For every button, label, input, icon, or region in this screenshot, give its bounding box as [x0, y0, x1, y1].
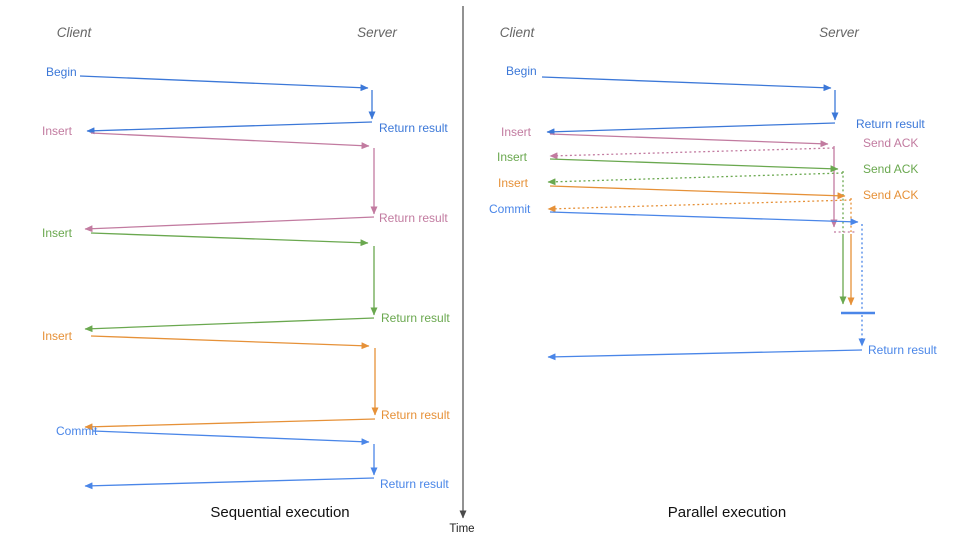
return-result-label-begin-right: Return result [856, 117, 925, 131]
insert3-ack-right [547, 199, 852, 213]
op-label-insert1-left: Insert [42, 124, 73, 138]
begin-request-right [541, 76, 832, 92]
insert3-request-left [90, 335, 370, 350]
op-label-begin-right: Begin [506, 64, 537, 78]
insert3-return-left [84, 418, 376, 431]
op-label-insert3-right: Insert [498, 176, 529, 190]
op-label-insert2-right: Insert [497, 150, 528, 164]
commit-return-left [84, 477, 375, 490]
insert2-request-left [90, 232, 369, 247]
insert1-request-right [549, 133, 829, 148]
right-client-header: Client [499, 25, 535, 40]
insert2-return-left [84, 317, 375, 333]
return-result-label-commit-right: Return result [868, 343, 937, 357]
return-result-label-insert3-left: Return result [381, 408, 450, 422]
op-label-begin-left: Begin [46, 65, 77, 79]
op-label-insert1-right: Insert [501, 125, 532, 139]
right-server-header: Server [819, 25, 859, 40]
time-axis-label: Time [449, 523, 475, 535]
insert1-return-left [84, 216, 375, 233]
op-label-commit-right: Commit [489, 202, 531, 216]
send-ack-label-insert1: Send ACK [863, 136, 918, 150]
insert2-request-right [549, 158, 839, 173]
begin-return-right [546, 122, 836, 136]
commit-return-right [547, 349, 863, 361]
commit-request-left [92, 430, 370, 446]
send-ack-label-insert2: Send ACK [863, 162, 918, 176]
begin-request-left [79, 75, 369, 92]
commit-request-right [549, 211, 859, 226]
begin-return-left [86, 121, 373, 135]
op-label-insert3-left: Insert [42, 329, 73, 343]
left-client-header: Client [56, 25, 92, 40]
insert1-ack-right [549, 147, 835, 160]
return-result-label-commit-left: Return result [380, 477, 449, 491]
insert2-ack-right [547, 172, 844, 186]
insert3-request-right [549, 185, 846, 200]
right-panel-caption: Parallel execution [667, 504, 787, 521]
op-label-commit-left: Commit [56, 424, 98, 438]
insert1-request-left [90, 132, 370, 150]
left-server-header: Server [357, 25, 397, 40]
left-panel-caption: Sequential execution [210, 504, 350, 521]
op-label-insert2-left: Insert [42, 226, 73, 240]
send-ack-label-insert3: Send ACK [863, 188, 918, 202]
return-result-label-insert1-left: Return result [379, 211, 448, 225]
return-result-label-begin-left: Return result [379, 121, 448, 135]
return-result-label-insert2-left: Return result [381, 311, 450, 325]
